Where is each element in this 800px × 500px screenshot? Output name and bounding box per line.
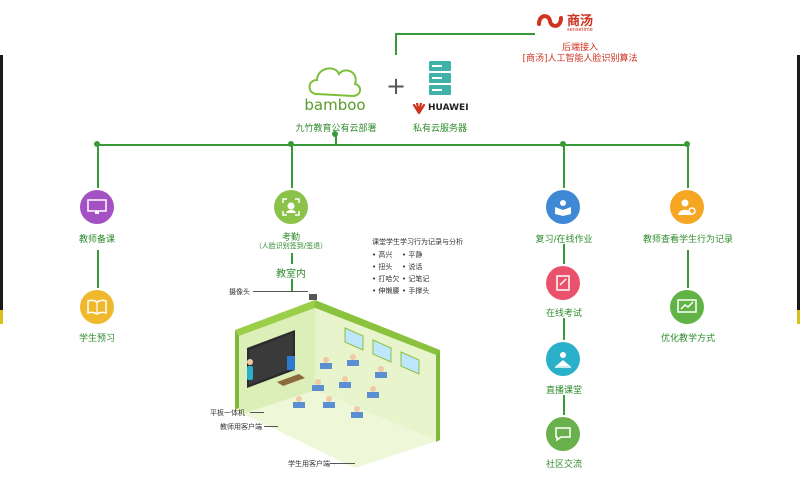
classroom-label: 教室内	[276, 269, 306, 280]
chat-icon	[555, 427, 571, 442]
analysis-item-5: • 打哈欠	[372, 275, 400, 283]
bamboo-logo: bamboo	[304, 96, 366, 114]
student-client-leader	[330, 463, 355, 464]
optimize-node	[670, 290, 704, 324]
teacher-record-icon	[678, 199, 696, 215]
server-icon	[428, 60, 452, 96]
live-class-label: 直播课堂	[545, 386, 582, 396]
branch-bar	[97, 144, 687, 146]
whiteboard-icon	[87, 199, 107, 214]
right-edge-bar	[797, 55, 800, 315]
col2-link-a	[291, 253, 293, 264]
analysis-item-2: • 平静	[402, 251, 423, 259]
left-edge-bar	[0, 55, 3, 315]
sensetime-line2: [商汤]人工智能人脸识别算法	[522, 54, 638, 64]
classroom-illustration	[225, 290, 450, 470]
optimize-label: 优化教学方式	[660, 334, 715, 344]
student-preview-label: 学生预习	[78, 334, 115, 344]
drop-1	[97, 144, 99, 188]
exam-paper-icon	[556, 275, 570, 291]
bamboo-caption: 九竹教育公有云部署	[295, 124, 377, 134]
sensetime-line1: 后端接入	[561, 43, 598, 53]
teacher-client-leader	[264, 426, 278, 427]
teacher-prep-label: 教师备课	[78, 235, 115, 245]
analysis-item-1: • 高兴	[372, 251, 393, 259]
sensetime-logo-cn: 商汤	[567, 14, 594, 29]
attendance-node	[274, 190, 308, 224]
tablet-label: 平板一体机	[210, 409, 245, 417]
tablet-leader	[250, 412, 264, 413]
analysis-item-8: • 手撑头	[402, 287, 430, 295]
student-preview-node	[80, 290, 114, 324]
analysis-item-6: • 记笔记	[402, 275, 430, 283]
community-node	[546, 417, 580, 451]
huawei-text: HUAWEI	[428, 103, 469, 113]
book-icon	[87, 299, 107, 315]
community-label: 社区交流	[545, 460, 582, 470]
col4-link	[687, 250, 689, 288]
bamboo-dot	[332, 131, 338, 137]
col3-link-3	[563, 395, 565, 415]
attendance-sub: （人脸识别签到/签退）	[254, 242, 328, 250]
drop-2	[291, 144, 293, 188]
live-class-node	[546, 342, 580, 376]
right-edge-accent	[797, 310, 800, 324]
huawei-logo: HUAWEI	[412, 103, 482, 115]
col2-link-b	[291, 279, 293, 291]
attendance-title: 考勤	[281, 233, 300, 243]
junction-dot-3	[560, 141, 566, 147]
camera-label: 摄像头	[229, 288, 250, 296]
junction-dot-1	[94, 141, 100, 147]
col1-link	[97, 250, 99, 288]
review-label: 复习/在线作业	[535, 235, 593, 245]
sensetime-logo-en: sensetime	[567, 27, 593, 33]
huawei-petal-icon	[412, 103, 426, 114]
drop-3	[563, 144, 565, 188]
bamboo-cloud-icon	[305, 58, 365, 102]
left-edge-accent	[0, 310, 3, 324]
lecture-icon	[555, 352, 571, 368]
teacher-client-label: 教师用客户端	[220, 423, 262, 431]
online-exam-label: 在线考试	[545, 309, 582, 319]
online-exam-node	[546, 266, 580, 300]
plus-sign: +	[386, 72, 407, 100]
sensetime-mark-icon	[537, 14, 563, 28]
analysis-title: 课堂学生学习行为记录与分析	[372, 238, 463, 246]
reading-icon	[555, 200, 571, 216]
junction-dot-4	[684, 141, 690, 147]
huawei-caption: 私有云服务器	[412, 124, 467, 134]
col3-link-2	[563, 318, 565, 340]
student-client-label: 学生用客户端	[288, 460, 330, 468]
trunk-line	[335, 133, 337, 144]
sensetime-connector-h	[395, 33, 535, 35]
face-scan-icon	[282, 198, 300, 216]
analysis-item-4: • 说话	[402, 263, 423, 271]
junction-dot-2	[288, 141, 294, 147]
col3-link-1	[563, 244, 565, 264]
sensetime-logo: 商汤 sensetime	[535, 8, 625, 34]
chart-board-icon	[677, 299, 697, 313]
analysis-item-3: • 扭头	[372, 263, 393, 271]
review-node	[546, 190, 580, 224]
analysis-item-7: • 伸懒腰	[372, 287, 400, 295]
teacher-view-label: 教师查看学生行为记录	[642, 235, 733, 245]
sensetime-connector-v	[395, 33, 397, 55]
teacher-view-node	[670, 190, 704, 224]
drop-4	[687, 144, 689, 188]
teacher-prep-node	[80, 190, 114, 224]
camera-leader	[253, 291, 308, 292]
